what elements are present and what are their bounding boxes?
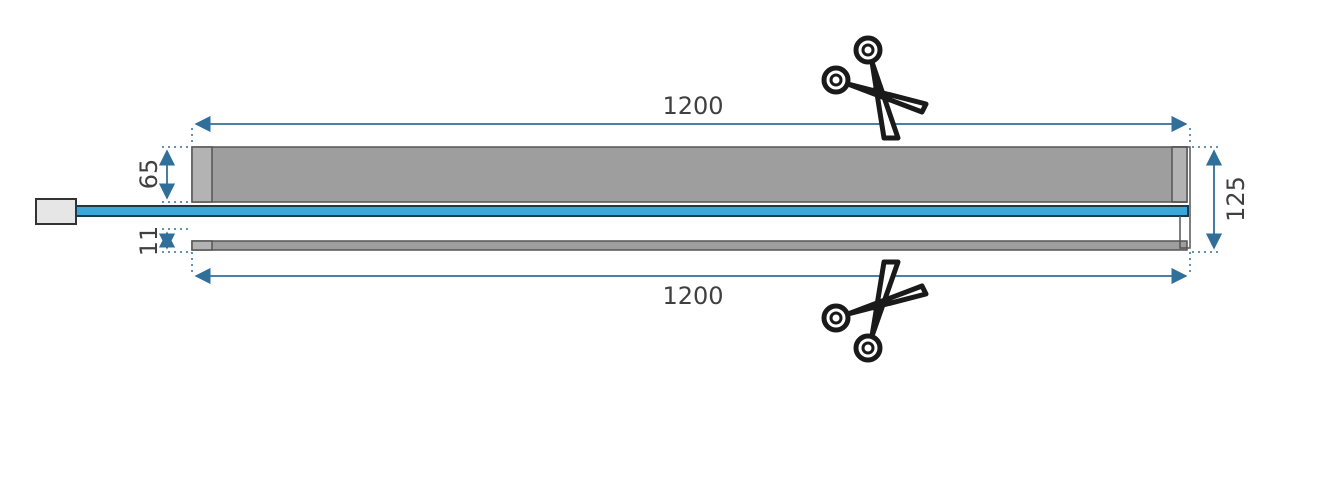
upper-endcap-right (1171, 146, 1188, 203)
right-bracket (1172, 146, 1191, 249)
scissors-icon (821, 35, 929, 141)
scissors-icon (821, 259, 929, 363)
led-cable (75, 205, 1189, 217)
top-length-label: 1200 (662, 92, 723, 120)
lower-height-label: 11 (135, 226, 163, 257)
extension-lines (162, 128, 1222, 272)
connector-box (35, 198, 77, 225)
lower-profile (191, 240, 1188, 251)
upper-endcap-left (191, 146, 213, 203)
upper-profile (191, 146, 1188, 203)
total-height-label: 125 (1222, 176, 1250, 222)
lower-endcap-left (191, 240, 213, 251)
bottom-length-label: 1200 (662, 282, 723, 310)
upper-height-label: 65 (135, 159, 163, 190)
